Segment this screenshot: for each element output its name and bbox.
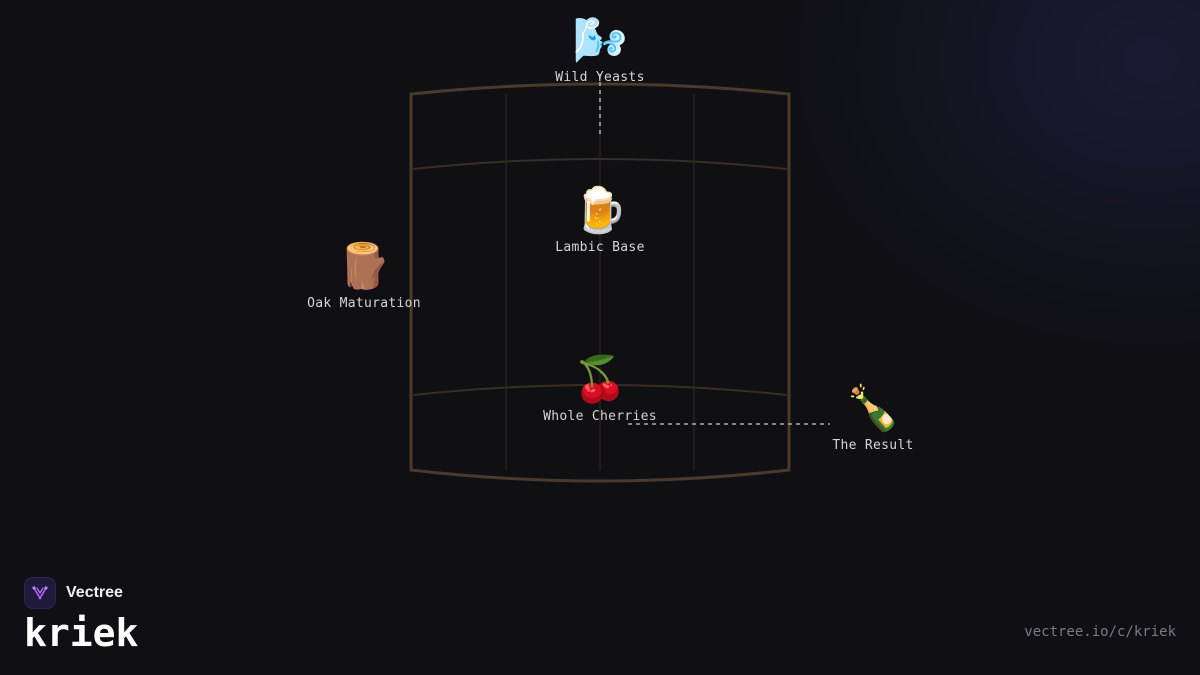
brand: Vectree xyxy=(24,577,123,609)
beer-mug-icon: 🍺 xyxy=(572,186,628,235)
node-label: Whole Cherries xyxy=(543,409,657,424)
node-oak-maturation: 🪵 Oak Maturation xyxy=(264,242,464,311)
node-label: Wild Yeasts xyxy=(555,70,645,85)
wood-log-icon: 🪵 xyxy=(336,242,392,291)
wind-face-icon: 🌬️ xyxy=(572,16,628,65)
node-whole-cherries: 🍒 Whole Cherries xyxy=(500,355,700,424)
node-label: Lambic Base xyxy=(555,240,645,255)
node-label: The Result xyxy=(832,438,914,453)
champagne-bottle-icon: 🍾 xyxy=(845,384,901,433)
source-url[interactable]: vectree.io/c/kriek xyxy=(1024,624,1176,640)
brand-name: Vectree xyxy=(66,584,123,601)
cherries-icon: 🍒 xyxy=(572,355,628,404)
page-title: kriek xyxy=(24,611,139,655)
barrel-outline xyxy=(409,82,791,483)
node-label: Oak Maturation xyxy=(307,296,421,311)
vectree-logo-icon xyxy=(24,577,56,609)
node-lambic-base: 🍺 Lambic Base xyxy=(500,186,700,255)
node-the-result: 🍾 The Result xyxy=(773,384,973,453)
node-wild-yeasts: 🌬️ Wild Yeasts xyxy=(500,16,700,85)
